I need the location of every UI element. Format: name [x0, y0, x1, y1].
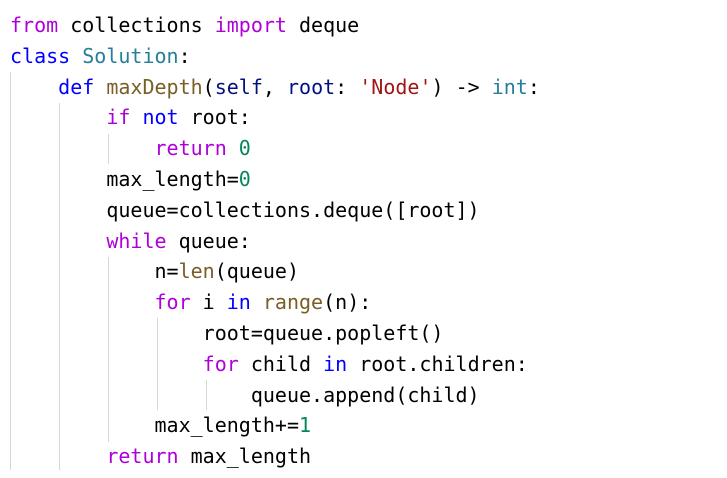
code-token: max_length [178, 444, 312, 469]
code-token: def [58, 74, 95, 99]
code-token: : [335, 74, 360, 99]
code-line[interactable]: queue.append(child) [10, 380, 540, 411]
code-token: (queue) [214, 259, 299, 284]
indent-guide [108, 134, 109, 164]
code-token: deque [286, 13, 360, 37]
code-token [227, 136, 239, 160]
code-token: 1 [298, 413, 312, 438]
code-line[interactable]: class Solution: [10, 41, 540, 72]
code-token [251, 290, 263, 314]
code-line[interactable]: root=queue.popleft() [10, 318, 540, 349]
code-token: root=queue.popleft() [10, 320, 444, 345]
code-token: ( [202, 74, 215, 99]
code-token: child [238, 351, 324, 376]
code-line[interactable]: from collections import deque [10, 10, 540, 41]
code-line[interactable]: queue=collections.deque([root]) [10, 195, 540, 226]
code-token: for [154, 290, 191, 315]
code-token: queue.append(child) [10, 382, 480, 407]
code-token: max_length= [10, 166, 239, 191]
code-line[interactable]: while queue: [10, 226, 540, 257]
code-token: queue=collections.deque([root]) [10, 197, 480, 222]
code-token: in [226, 290, 251, 315]
code-token: while [106, 228, 167, 253]
code-token: n= [10, 259, 179, 284]
code-token [10, 444, 106, 468]
code-token: ) -> [431, 74, 492, 99]
code-line[interactable]: max_length+=1 [10, 410, 540, 441]
code-token: max_length+= [10, 413, 299, 438]
code-token: for [202, 351, 239, 376]
code-line[interactable]: if not root: [10, 102, 540, 133]
code-line[interactable]: return max_length [10, 441, 540, 472]
code-token: in [323, 351, 348, 376]
code-token: root: [178, 105, 251, 130]
code-line[interactable]: n=len(queue) [10, 256, 540, 287]
indent-guide [108, 257, 109, 442]
code-token [10, 229, 106, 253]
code-line[interactable]: for i in range(n): [10, 287, 540, 318]
code-token: int [491, 74, 528, 99]
code-token [10, 352, 203, 376]
code-token: if [106, 105, 131, 130]
indent-guide [206, 380, 207, 410]
code-token: root.children: [347, 351, 528, 376]
code-token: queue: [166, 228, 251, 253]
code-token: : [178, 43, 191, 68]
code-token [10, 105, 106, 129]
code-token [130, 105, 142, 129]
code-token: maxDepth [106, 74, 203, 99]
code-token: import [214, 13, 287, 37]
code-token: 0 [238, 166, 251, 191]
code-token: len [178, 259, 215, 284]
code-token: return [154, 136, 227, 161]
code-token: i [190, 290, 227, 315]
code-token: : [527, 74, 540, 99]
code-token: root [286, 74, 336, 99]
code-token: , [262, 74, 287, 99]
code-token: collections [58, 13, 215, 37]
code-token: Solution [82, 43, 179, 68]
code-line[interactable]: max_length=0 [10, 164, 540, 195]
code-token [94, 75, 106, 99]
code-token: (n): [323, 290, 372, 315]
code-token: class [10, 43, 71, 68]
code-token: 'Node' [359, 74, 432, 99]
code-token [10, 290, 155, 314]
code-line[interactable]: return 0 [10, 133, 540, 164]
code-token [10, 136, 155, 160]
indent-guide [157, 318, 158, 410]
code-token: 0 [238, 136, 251, 161]
code-token [10, 75, 58, 99]
code-token: not [142, 105, 179, 130]
code-token: range [262, 290, 324, 315]
indent-guide [59, 103, 60, 470]
indent-guide [10, 72, 11, 470]
code-line[interactable]: def maxDepth(self, root: 'Node') -> int: [10, 72, 540, 103]
code-token: from [10, 13, 59, 37]
code-line[interactable]: for child in root.children: [10, 349, 540, 380]
code-token [70, 44, 82, 68]
code-token: self [214, 74, 263, 99]
code-token: return [106, 444, 179, 469]
